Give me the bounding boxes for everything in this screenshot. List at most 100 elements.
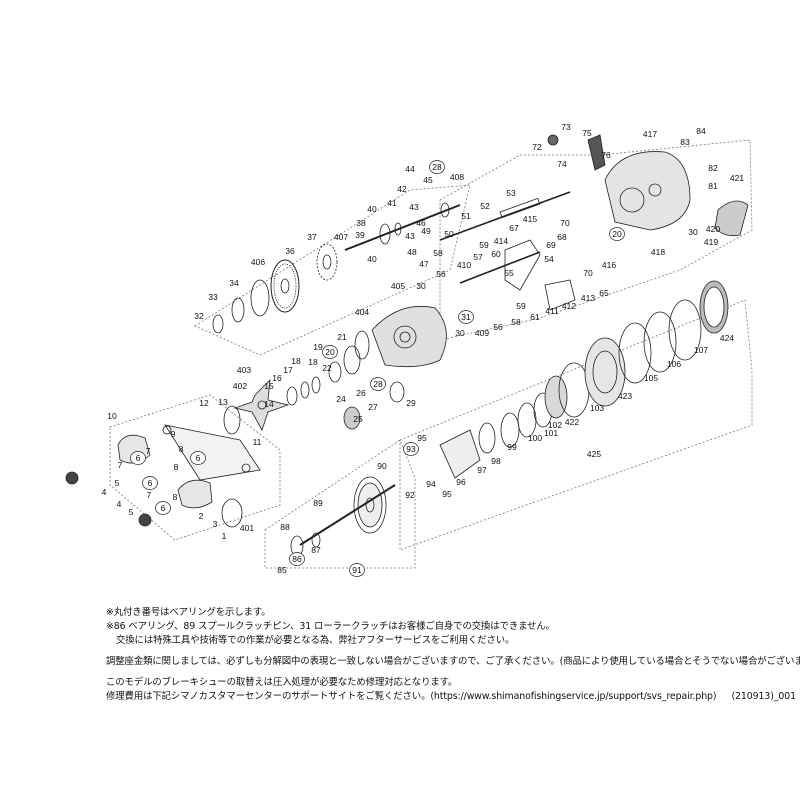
part-callout-423: 423 — [618, 391, 632, 401]
part-callout-83: 83 — [680, 137, 690, 147]
screw-73 — [547, 134, 559, 146]
part-callout-54: 54 — [544, 254, 554, 264]
frame-417 — [604, 151, 691, 231]
part-callout-419: 419 — [704, 237, 718, 247]
part-callout-95: 95 — [417, 433, 427, 443]
drive-group-outline — [194, 184, 471, 356]
drive-gear — [270, 259, 300, 313]
part-callout-43: 43 — [409, 202, 419, 212]
bearing-marker-91 — [349, 563, 365, 577]
part-callout-60: 60 — [491, 249, 501, 259]
part-callout-88: 88 — [280, 522, 290, 532]
cover-ring-424 — [699, 280, 729, 334]
part-callout-55: 55 — [504, 268, 514, 278]
bearing-32 — [212, 314, 224, 334]
part-callout-91: 91 — [352, 565, 362, 575]
part-callout-100: 100 — [528, 433, 542, 443]
pinion-shaft — [344, 202, 461, 251]
part-callout-7: 7 — [146, 446, 151, 456]
part-callout-30: 30 — [416, 281, 426, 291]
part-callout-20: 20 — [612, 229, 622, 239]
part-callout-27: 27 — [368, 402, 378, 412]
note-bearing-legend: ※丸付き番号はベアリングを示します。 — [106, 607, 271, 618]
part-callout-85: 85 — [277, 565, 287, 575]
part-callout-73: 73 — [561, 122, 571, 132]
part-callout-1: 1 — [222, 531, 227, 541]
part-callout-47: 47 — [419, 259, 429, 269]
part-callout-34: 34 — [229, 278, 239, 288]
part-callout-18: 18 — [308, 357, 318, 367]
bearing-marker-86 — [289, 552, 305, 566]
part-callout-28: 28 — [432, 162, 442, 172]
part-callout-14: 14 — [264, 399, 274, 409]
part-callout-24: 24 — [336, 394, 346, 404]
part-callout-87: 87 — [311, 545, 321, 555]
part-callout-9: 9 — [171, 429, 176, 439]
part-callout-12: 12 — [199, 398, 209, 408]
handle-knob-lower — [177, 479, 213, 509]
part-callout-407: 407 — [334, 232, 348, 242]
part-callout-30: 30 — [688, 227, 698, 237]
drag-washer-33 — [231, 297, 245, 323]
part-callout-81: 81 — [708, 181, 718, 191]
note-repair-cost: 修理費用は下記シマノカスタマーセンターのサポートサイトをご覧ください。(http… — [106, 691, 717, 703]
part-callout-411: 411 — [545, 306, 559, 316]
part-callout-43: 43 — [405, 231, 415, 241]
part-callout-45: 45 — [423, 175, 433, 185]
spool-shaft — [299, 484, 396, 546]
part-callout-8: 8 — [173, 492, 178, 502]
part-callout-40: 40 — [367, 204, 377, 214]
part-callout-40: 40 — [367, 254, 377, 264]
part-callout-13: 13 — [218, 397, 228, 407]
part-callout-412: 412 — [562, 301, 576, 311]
ring-100 — [517, 402, 537, 438]
part-callout-403: 403 — [237, 365, 251, 375]
part-callout-8: 8 — [179, 444, 184, 454]
part-callout-19: 19 — [313, 342, 323, 352]
part-callout-10: 10 — [107, 411, 117, 421]
part-callout-38: 38 — [356, 218, 366, 228]
part-callout-48: 48 — [407, 247, 417, 257]
part-callout-39: 39 — [355, 230, 365, 240]
part-callout-36: 36 — [285, 246, 295, 256]
line-guide — [504, 239, 576, 311]
part-callout-409: 409 — [475, 328, 489, 338]
o-ring-107 — [668, 299, 702, 361]
bearing-marker-6 — [130, 451, 146, 465]
frame-group-outline — [439, 139, 753, 341]
part-callout-89: 89 — [313, 498, 323, 508]
exploded-parts-diagram: 1097866785647854623140112131411402403151… — [65, 122, 753, 577]
part-callout-58: 58 — [511, 317, 521, 327]
part-callout-105: 105 — [644, 373, 658, 383]
part-callout-2: 2 — [199, 511, 204, 521]
ring-29 — [389, 381, 405, 403]
part-callout-401: 401 — [240, 523, 254, 533]
side-cover-423 — [584, 337, 626, 407]
washer-18 — [311, 376, 321, 394]
part-callout-90: 90 — [377, 461, 387, 471]
part-callout-32: 32 — [194, 311, 204, 321]
ring-422 — [544, 375, 568, 419]
document-code: (210913)_001 — [731, 691, 797, 703]
part-callout-425: 425 — [587, 449, 601, 459]
part-callout-58: 58 — [433, 248, 443, 258]
part-callout-406: 406 — [251, 257, 265, 267]
part-callout-8: 8 — [174, 462, 179, 472]
part-callout-75: 75 — [582, 128, 592, 138]
part-callout-93: 93 — [406, 444, 416, 454]
part-callout-6: 6 — [136, 453, 141, 463]
part-callout-56: 56 — [436, 269, 446, 279]
part-callout-50: 50 — [444, 229, 454, 239]
part-callout-74: 74 — [557, 159, 567, 169]
part-callout-68: 68 — [557, 232, 567, 242]
washer-17 — [300, 381, 310, 399]
part-callout-30: 30 — [455, 328, 465, 338]
part-callout-25: 25 — [353, 414, 363, 424]
part-callout-51: 51 — [461, 211, 471, 221]
part-callout-4: 4 — [117, 499, 122, 509]
bearing-marker-6 — [190, 451, 206, 465]
part-callout-69: 69 — [546, 240, 556, 250]
part-callout-103: 103 — [590, 403, 604, 413]
part-callout-52: 52 — [480, 201, 490, 211]
